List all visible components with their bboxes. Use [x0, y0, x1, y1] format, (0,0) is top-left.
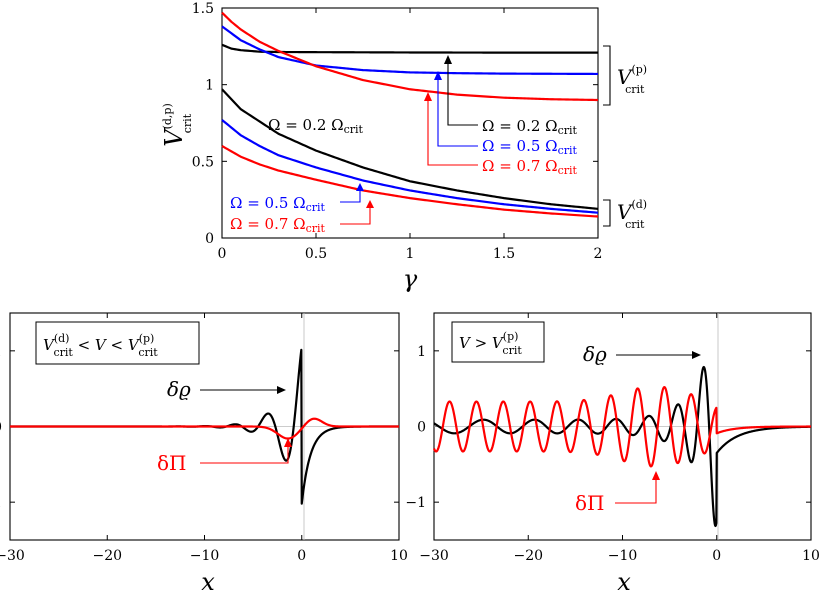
bl-ytick-label: 0 [0, 420, 2, 436]
br-arrow-dpi-head [652, 471, 660, 480]
top-series-2 [221, 11, 599, 102]
ylabel-sup: (d,p) [161, 103, 174, 129]
bl-xtick-label: −30 [0, 548, 25, 564]
bl-xtick-label: −20 [92, 548, 122, 564]
br-arrow-drho-head [692, 351, 701, 359]
br-anno-drho: δϱ [583, 342, 607, 366]
top-xtick-label: 2 [594, 246, 603, 262]
arrow-omega-07-d-head [366, 200, 374, 208]
arrow-omega-05-p [437, 76, 478, 147]
top-xtick-label: 0.5 [305, 246, 327, 262]
bl-ytick-label: −1 [0, 495, 2, 511]
top-series-5 [221, 145, 599, 218]
bl-anno-dpi: δΠ [157, 451, 186, 475]
top-series-0 [221, 43, 598, 54]
bracket-d-label: V(d)crit [617, 198, 647, 231]
bl-arrow-dpi-head [284, 438, 292, 447]
bl-xtick-label: 0 [297, 548, 306, 564]
top-ytick-label: 1.5 [192, 1, 214, 17]
br-xtick-label: −30 [419, 548, 449, 564]
bl-arrow-drho-head [277, 386, 286, 394]
anno-omega-02-p: Ω = 0.2 Ωcrit [482, 117, 578, 137]
bl-anno-drho: δϱ [167, 377, 191, 401]
arrow-omega-05-p-head [434, 71, 442, 80]
top-panel: 0 0.5 1 1.5 2 0 0.5 1 1.5 V(d,p) crit γ Ω = 0.2 Ω… [160, 1, 647, 293]
top-y-label: V(d,p) crit [160, 103, 194, 147]
bl-x-label: x [201, 568, 215, 596]
top-ytick-label: 0.5 [192, 154, 214, 170]
anno-omega-05-d: Ω = 0.5 Ωcrit [230, 194, 326, 214]
svg-text:V(d,p)crit: V(d,p) crit [160, 103, 194, 147]
arrow-omega-05-d [340, 188, 361, 203]
bracket-p-label: V(p)crit [617, 63, 647, 96]
bl-xtick-label: 10 [390, 548, 408, 564]
br-series-0 [433, 365, 812, 528]
ylabel-main: V [160, 127, 188, 147]
ylabel-sub: crit [181, 113, 194, 133]
br-xtick-label: −10 [608, 548, 638, 564]
anno-omega-05-p: Ω = 0.5 Ωcrit [482, 137, 578, 157]
top-ticks: 0 0.5 1 1.5 2 0 0.5 1 1.5 [192, 1, 603, 262]
br-xtick-label: 10 [802, 548, 820, 564]
br-legend-text: V > V(p)crit [459, 330, 522, 357]
br-ytick-label: 1 [417, 344, 426, 360]
arrow-omega-02-p-head [444, 55, 452, 64]
bl-series-1 [9, 417, 400, 440]
arrow-omega-05-d-head [356, 183, 364, 191]
bracket-p [603, 45, 611, 106]
bl-xtick-label: −10 [190, 548, 220, 564]
anno-omega-07-p: Ω = 0.7 Ωcrit [482, 157, 578, 177]
bl-legend-box [35, 321, 200, 365]
bl-legend-text: V(d)crit < V < V(p)crit [43, 332, 158, 359]
bl-ytick-label: 1 [0, 344, 2, 360]
top-series-1 [221, 25, 598, 76]
anno-omega-07-d: Ω = 0.7 Ωcrit [230, 215, 326, 235]
br-anno-dpi: δΠ [575, 491, 604, 515]
top-ytick-label: 0 [205, 231, 214, 247]
br-arrow-dpi [615, 478, 657, 504]
top-series-group [221, 11, 599, 218]
br-xtick-label: 0 [712, 548, 721, 564]
top-xtick-label: 0 [218, 246, 227, 262]
top-series-3 [221, 88, 599, 210]
top-x-label: γ [403, 265, 418, 293]
br-series-1 [432, 386, 812, 468]
arrow-omega-07-d [340, 205, 371, 225]
anno-omega-02-mid: Ω = 0.2 Ωcrit [268, 116, 364, 136]
bracket-d [603, 199, 611, 227]
br-xtick-label: −20 [513, 548, 543, 564]
top-xtick-label: 1.5 [493, 246, 515, 262]
br-x-label: x [617, 568, 631, 596]
arrow-omega-07-p-head [424, 92, 432, 101]
bl-series-group [9, 348, 400, 505]
br-legend-box [451, 321, 545, 363]
top-ytick-label: 1 [205, 78, 214, 94]
arrow-omega-07-p [427, 97, 478, 166]
br-series-group [432, 365, 812, 528]
br-ytick-label: 0 [417, 420, 426, 436]
top-xtick-label: 1 [406, 246, 415, 262]
bl-arrow-dpi [200, 445, 289, 464]
br-ytick-label: −1 [405, 495, 426, 511]
top-series-4 [221, 119, 599, 214]
arrow-omega-02-p [447, 60, 478, 126]
